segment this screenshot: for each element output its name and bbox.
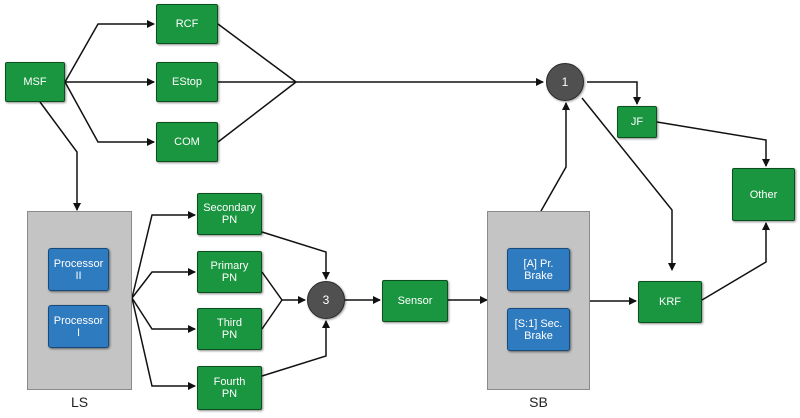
edge-secondary-j3 [261, 231, 330, 280]
edge-msf-com [64, 81, 155, 146]
edge-sb-junction1 [540, 102, 570, 212]
edge-ls-primary [131, 268, 196, 299]
primary-pn-node[interactable]: Primary PN [197, 251, 262, 293]
edge-rcf-merge [217, 23, 297, 83]
edge-ls-third [131, 297, 196, 333]
edge-ls-secondary [131, 211, 196, 299]
com-node[interactable]: COM [156, 122, 218, 162]
jf-node[interactable]: JF [617, 106, 657, 138]
ls-label: LS [70, 394, 89, 410]
secondary-pn-node[interactable]: Secondary PN [197, 193, 262, 235]
edge-third-j3 [261, 299, 283, 330]
processor-ii-box[interactable]: Processor II [48, 248, 109, 291]
sb-group [487, 211, 590, 390]
edge-jf-other [656, 121, 770, 167]
ls-group [27, 211, 132, 390]
other-node[interactable]: Other [732, 168, 795, 221]
processor-i-box[interactable]: Processor I [48, 305, 109, 348]
edge-primary-j3 [261, 271, 306, 304]
krf-node[interactable]: KRF [638, 281, 702, 323]
sb-label: SB [529, 394, 548, 410]
rcf-node[interactable]: RCF [156, 4, 218, 44]
edge-ls-fourth [131, 297, 196, 390]
edge-com-merge [217, 81, 297, 143]
edge-fourth-j3 [261, 320, 330, 377]
msf-node[interactable]: MSF [5, 62, 65, 102]
sec-brake-box[interactable]: [S:1] Sec. Brake [507, 308, 570, 351]
junction-1[interactable]: 1 [546, 63, 584, 101]
third-pn-node[interactable]: Third PN [197, 308, 262, 350]
estop-node[interactable]: EStop [156, 62, 218, 102]
edge-msf-rcf [64, 20, 155, 83]
edge-krf-other [701, 222, 770, 301]
fourth-pn-node[interactable]: Fourth PN [197, 366, 262, 410]
junction-3[interactable]: 3 [307, 281, 345, 319]
sensor-node[interactable]: Sensor [382, 280, 448, 322]
edge-j1-krf [581, 97, 676, 271]
edge-j1-jf [587, 81, 641, 105]
edge-msf-ls [39, 101, 81, 211]
pr-brake-box[interactable]: [A] Pr. Brake [507, 248, 570, 291]
